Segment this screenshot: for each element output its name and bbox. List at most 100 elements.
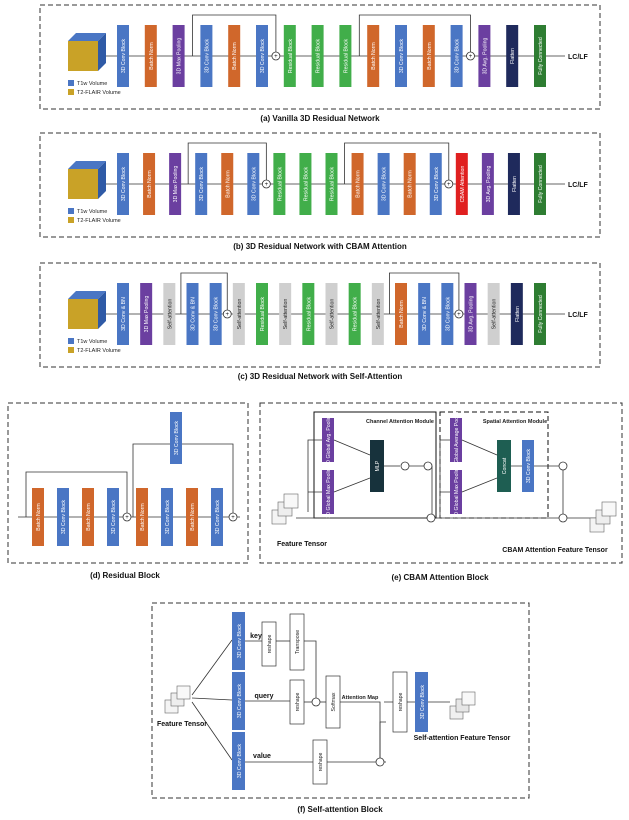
softmax-label: Softmax: [331, 692, 337, 711]
panel-b-block-label: 3D Max Pooling: [173, 166, 179, 203]
panel-a-block-batch-norm: [228, 25, 241, 87]
panel-e-caption: (e) CBAM Attention Block: [391, 573, 489, 582]
panel-c-add-symbol: +: [225, 312, 229, 318]
panel-b-block-label: CBAM Attention: [460, 166, 466, 203]
panel-c-frame: [39, 262, 601, 368]
panel-b-block-label: Residual Block: [330, 166, 336, 201]
panel-b-legend-flair-swatch: [68, 217, 74, 223]
panel-b-block-label: 3D Avg. Pooling: [486, 165, 492, 202]
panel-c-cube-side: [98, 291, 106, 329]
panel-a-add-symbol: +: [274, 54, 278, 60]
panel-a-frame: [39, 4, 601, 110]
panel-a-block-3d-conv-block: [256, 25, 268, 87]
panel-e: Channel Attention Module 3D Global Avg. …: [259, 402, 623, 582]
panel-d-block-3d-conv-block: [57, 488, 69, 546]
panel-c-skip-connection: [180, 272, 228, 314]
panel-b-skip-connection: [187, 142, 267, 184]
panel-e-feature-tensor-label: Feature Tensor: [277, 541, 327, 548]
panel-a-caption: (a) Vanilla 3D Residual Network: [260, 114, 380, 123]
attention-map-label: Attention Map: [342, 695, 379, 701]
panel-a-add-symbol: +: [469, 54, 473, 60]
panel-d-caption: (d) Residual Block: [90, 571, 160, 580]
panel-b-add-node: [261, 179, 271, 189]
panel-a-block-3d-avg-pooling: [478, 25, 491, 87]
spatial-module-title: Spatial Attention Module: [483, 419, 547, 425]
panel-b-block-3d-conv-block: [195, 153, 208, 215]
panel-a-cube-front: [68, 41, 98, 71]
panel-c-legend-flair: T2-FLAIR Volume: [77, 348, 121, 354]
transpose-label: Transpose: [295, 630, 301, 654]
channel-global-max-label: 3D Global Max Pooling: [326, 465, 332, 518]
panel-a-block-residual-block: [311, 25, 324, 87]
panel-b-block-label: 3D Conv Block: [251, 166, 257, 201]
panel-b-block-3d-conv-block: [377, 153, 390, 215]
panel-f-frame: [151, 602, 530, 799]
panel-c-block-label: 3D Max Pooling: [144, 296, 150, 333]
panel-c-add-node: [222, 309, 232, 319]
panel-a-block-label: Fully Connected: [538, 37, 544, 75]
panel-c-block-batch-norm: [395, 283, 407, 345]
panel-d-block-label: Batch Norm: [36, 503, 42, 530]
panel-b-cube-side: [98, 161, 106, 199]
panel-b-block-label: Batch Norm: [356, 170, 362, 197]
panel-b-block-residual-block: [325, 153, 338, 215]
panel-b-block-label: 3D Conv Block: [382, 166, 388, 201]
query-reshape-label: reshape: [295, 693, 301, 712]
query-conv-label: 3D Conv Block: [237, 683, 243, 718]
panel-a-block-residual-block: [283, 25, 296, 87]
transpose-box: [289, 613, 305, 671]
spatial-global-max-label: 3D Global Max Pooling: [454, 465, 460, 518]
panel-d-add-node: [228, 512, 238, 522]
panel-d-block-label: 3D Conv Block: [61, 499, 67, 534]
value-conv-block: [232, 732, 245, 790]
panel-a-legend-t1w-swatch: [68, 80, 74, 86]
panel-c-legend-flair-swatch: [68, 347, 74, 353]
panel-d-top-conv-block: [170, 412, 182, 464]
key-label: key: [250, 633, 262, 640]
channel-multiply-node: [426, 513, 436, 523]
channel-global-avg-pool: [322, 418, 334, 462]
attention-value-multiply-node: [375, 757, 385, 767]
panel-c-block-label: Batch Norm: [399, 300, 405, 327]
panel-a-block-batch-norm: [367, 25, 380, 87]
panel-a-cube-top: [68, 33, 106, 41]
panel-c-add-symbol: +: [457, 312, 461, 318]
panel-b-block-3d-avg-pooling: [481, 153, 494, 215]
panel-b-legend-t1w-swatch: [68, 208, 74, 214]
panel-f: Feature Tensor 3D Conv Block 3D Conv Blo…: [151, 602, 530, 814]
panel-b-block-label: Residual Block: [303, 166, 309, 201]
self-attn-output-cube: [449, 691, 476, 720]
panel-a-block-label: Batch Norm: [371, 42, 377, 69]
panel-a-skip-connection: [358, 14, 471, 56]
panel-d-add-node: [122, 512, 132, 522]
panel-c-block-3d-max-pooling: [140, 283, 153, 345]
panel-c-block-self-attention: [163, 283, 176, 345]
panel-b-block-3d-max-pooling: [169, 153, 182, 215]
panel-c-caption: (c) 3D Residual Network with Self-Attent…: [238, 372, 403, 381]
panel-b-block-cbam-attention: [455, 153, 468, 215]
panel-a-block-label: Batch Norm: [232, 42, 238, 69]
panel-c-legend-t1w-swatch: [68, 338, 74, 344]
panel-b-cube-top: [68, 161, 106, 169]
concat-label: Concat: [502, 457, 508, 474]
panel-c-block-self-attention: [371, 283, 384, 345]
panel-d-block-batch-norm: [136, 488, 148, 546]
panel-c-block-label: 3D Avg. Pooling: [469, 295, 475, 332]
panel-c-block-label: Self-attention: [330, 299, 336, 330]
panel-c-output-label: LC/LF: [568, 312, 589, 319]
panel-d-block-batch-norm: [82, 488, 94, 546]
panel-a-block-label: Batch Norm: [427, 42, 433, 69]
spatial-sigmoid-node: [558, 461, 568, 471]
mlp-block: [370, 440, 384, 492]
panel-c-block-self-attention: [325, 283, 338, 345]
key-conv-block: [232, 612, 245, 670]
panel-b-legend-t1w: T1w Volume: [77, 209, 107, 215]
panel-f-caption: (f) Self-attention Block: [297, 805, 383, 814]
panel-b-block-fully-connected: [534, 153, 546, 215]
panel-a-legend-flair: T2-FLAIR Volume: [77, 90, 121, 96]
key-reshape-box: [261, 621, 277, 667]
panel-c-block-label: Residual Block: [353, 296, 359, 331]
